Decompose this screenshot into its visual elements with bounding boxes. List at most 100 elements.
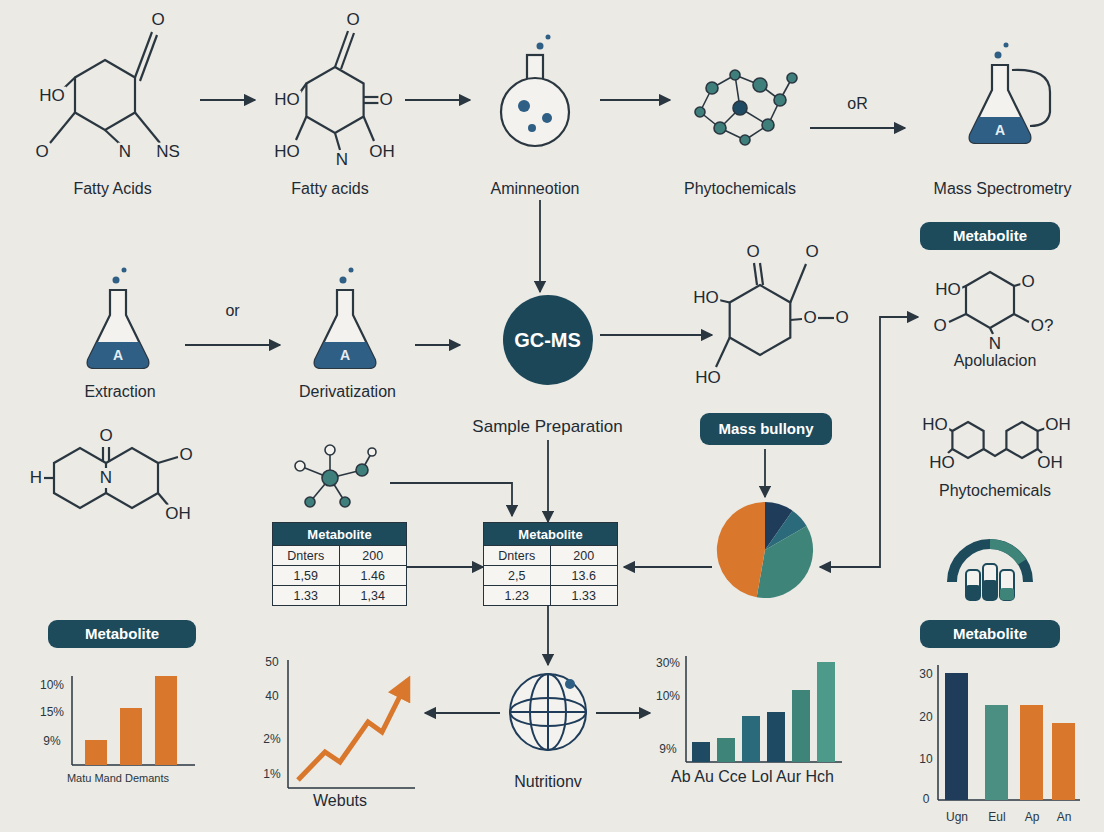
axis-tick: 15% [40,706,64,719]
bar-chart [692,742,710,762]
bar-chart [792,690,810,762]
molecule-structure [106,448,158,508]
bar-chart [685,656,687,762]
node-caption: Derivatization [296,382,399,401]
molecule-structure [105,463,107,468]
molecule-structure [818,317,834,319]
bar-chart [985,705,1008,800]
bar-chart [155,676,177,765]
molecule-structure [108,447,110,462]
gauge-icon [952,544,1028,600]
table-cell: 200 [551,545,618,565]
bar-chart [742,716,760,762]
molecule-structure [716,263,834,367]
flow-arrow [390,317,918,567]
atom-label: N [988,335,1002,354]
atom-label: O [1020,273,1035,292]
molecule-network [774,94,786,106]
gauge-icon [966,585,980,600]
badge-label: Metabolite [953,227,1027,245]
flow-arrow [547,440,549,522]
atom-label: OH [368,143,396,162]
round-flask [528,124,536,132]
metabolite-badge: Metabolite [920,222,1060,250]
molecule-structure [961,286,966,288]
edge-label: oR [845,95,869,113]
molecule-network [325,445,335,455]
round-flask [518,100,530,112]
flask [88,268,149,369]
flow-arrow [539,200,541,292]
line-chart [287,660,289,788]
gauge-icon [966,570,980,600]
bar-chart [767,712,785,762]
atom-label: HO [934,281,962,300]
atom-label: O [150,11,165,30]
atom-label: H [29,469,43,488]
atom-label: O [834,309,849,328]
axis-tick: 30 [919,668,932,681]
table-cell: 1.23 [484,585,551,605]
molecule-structure [105,130,120,144]
table-cell: 2,5 [484,565,551,585]
axis-tick: 1% [263,768,280,781]
molecule-structure [1014,284,1021,286]
flow-arrow [596,712,650,714]
flow-arrow [600,99,670,101]
molecule-structure [364,96,379,98]
gauge-icon [983,564,997,600]
labeled-figure: Phytochemicals [920,392,1070,502]
axis-tick: 20 [919,711,932,724]
atom-label: O [178,446,193,465]
molecule-structure [990,328,993,334]
table-cell: 1,34 [340,585,407,605]
axis-tick: Eul [988,811,1005,824]
bar-chart [717,738,735,762]
flow-arrow [390,483,512,516]
node-caption: Phytochemicals [936,481,1054,500]
line-chart [288,787,415,789]
table-cell: Dnters [484,545,551,565]
molecule-structure [966,272,1014,328]
flask [970,43,1050,144]
labeled-figure: Derivatization [280,255,415,403]
gauge-icon [1000,588,1014,600]
globe-icon [510,674,586,750]
round-flask [501,35,569,147]
globe-icon [565,679,575,689]
molecule-structure [1038,449,1042,453]
axis-tick: An [1057,811,1072,824]
flow-arrow [200,99,255,101]
molecule-structure [105,488,107,493]
flow-arrow [407,566,483,568]
molecule-structure [335,133,340,150]
flow-arrow [624,566,712,568]
molecule-structure [306,67,363,133]
molecule-structure [102,447,104,462]
flow-arrow [547,606,549,665]
node-caption: Sample Preparation [472,417,622,437]
molecule-structure [135,113,160,144]
atom-label: O [804,243,819,262]
molecule-structure [716,338,730,368]
atom-label: HO [273,91,301,110]
table-header: Metabolite [484,523,617,545]
atom-label: O? [1030,317,1055,336]
axis-tick: 10 [919,753,932,766]
molecule-structure [948,449,952,453]
node-caption: Extraction [81,382,158,401]
labeled-figure: Fatty Acids [25,5,200,200]
axis-tick: 10% [656,690,680,703]
axis-tick: Ugn [946,811,968,824]
molecule-structure [62,78,75,91]
molecule-structure [790,319,802,320]
axis-tick: Ap [1025,811,1040,824]
flow-arrow [415,344,460,346]
gauge-icon [1000,570,1014,600]
flask [315,268,376,369]
molecule-structure [54,448,106,508]
flow-arrow [820,317,918,567]
molecule-network [787,73,797,83]
badge-label: Metabolite [953,625,1027,643]
